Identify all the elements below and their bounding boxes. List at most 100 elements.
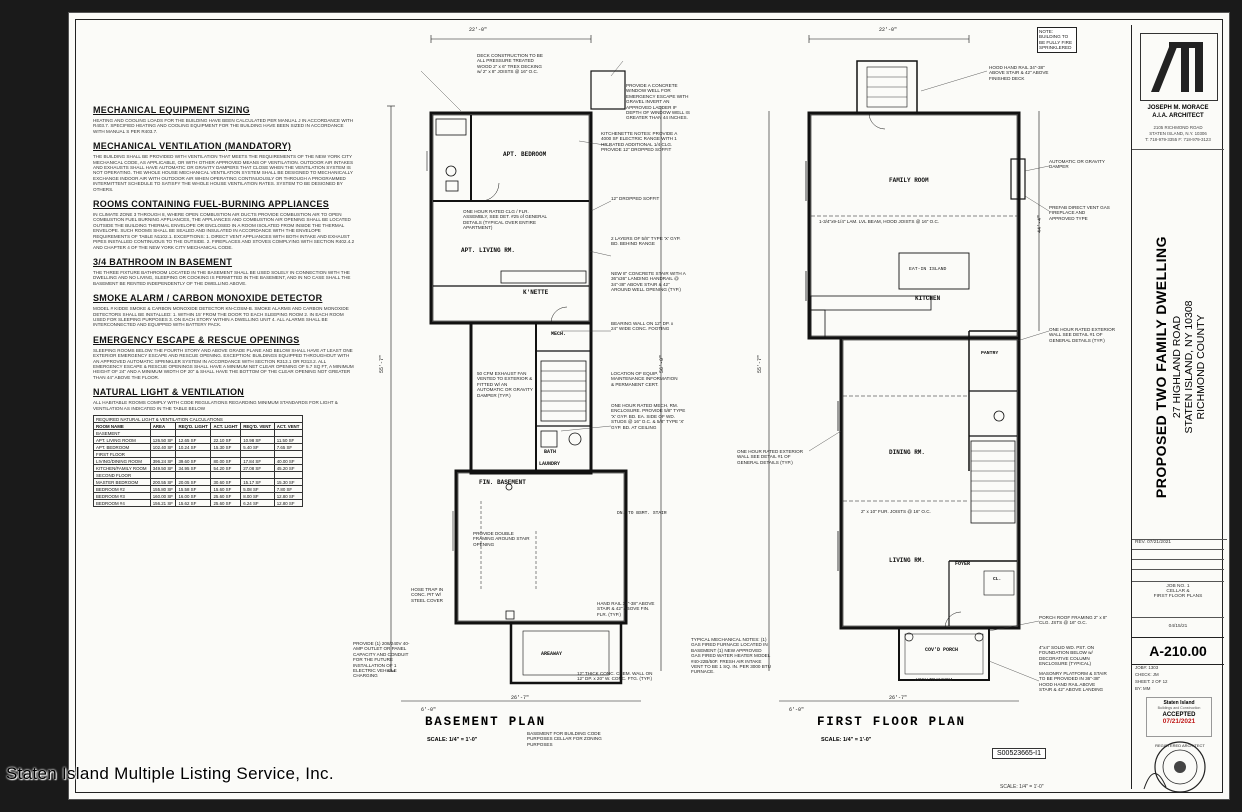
revision-cell: REV. 07/21/2021 (1132, 539, 1227, 550)
architect-address1: 2105 RICHMOND ROAD (1153, 125, 1203, 130)
note-body: HEATING AND COOLING LOADS FOR THE BUILDI… (93, 118, 354, 134)
by-cell: BY: MM (1135, 686, 1151, 691)
light-vent-table: REQUIRED NATURAL LIGHT & VENTILATION CAL… (93, 415, 304, 507)
table-cell (273, 450, 304, 458)
table-cell (210, 450, 242, 458)
drawing-title-line2: FIRST FLOOR PLANS (1153, 594, 1203, 599)
dim-right: 44'-4" (1037, 214, 1044, 234)
basement-plan-scale: SCALE: 1/4" = 1'-0" (427, 737, 478, 743)
job-cell: JOB#: 1303 (1135, 665, 1159, 670)
table-cell: 15.30 SF (273, 478, 304, 486)
callout-soffit: 12" DROPPED SOFFIT (611, 196, 660, 201)
seal-text: REGISTERED ARCHITECT (1155, 743, 1205, 748)
room-apt-living: APT. LIVING RM. (461, 247, 516, 254)
project-title-area: PROPOSED TWO FAMILY DWELLING 27 HIGHLAND… (1142, 157, 1218, 577)
table-cell: AREA (149, 422, 177, 430)
table-cell: REQ'D. LIGHT (175, 422, 212, 430)
table-cell: 6.24 SF (240, 499, 275, 507)
note-heading: NATURAL LIGHT & VENTILATION (93, 387, 245, 398)
callout-porch-roof: PORCH ROOF FRAMING 2" x 8" CLG. JSTS @ 1… (1039, 615, 1108, 626)
table-row: FIRST FLOOR (93, 450, 304, 458)
architect-seal: REGISTERED ARCHITECT (1140, 739, 1218, 795)
dim-sub: 6'-0" (421, 707, 437, 713)
table-cell: 396.24 SF (149, 457, 177, 465)
dim-top: 22'-0" (469, 27, 488, 33)
table-cell: 5.40 SF (240, 443, 275, 451)
dim-top: 22'-0" (879, 27, 898, 33)
note-body: SLEEPING ROOMS BELOW THE FOURTH STORY AN… (93, 347, 354, 380)
callout-one-hour: ONE HOUR RATED CLG / FLR. ASSEMBLY, SEE … (463, 209, 547, 231)
note-fuel-burning: ROOMS CONTAINING FUEL-BURNING APPLIANCES… (93, 199, 355, 250)
table-cell: 349.50 SF (149, 464, 177, 472)
table-cell: LIVING/DINING ROOM (93, 457, 151, 465)
room-foyer: FOYER (955, 561, 971, 567)
room-dining: DINING RM. (889, 449, 926, 456)
table-cell: 15.30 SF (210, 443, 242, 451)
table-cell (149, 450, 177, 458)
callout-conc-wall: 12" THICK CONC. CHEM. WALL ON 12" DP. x … (577, 671, 653, 682)
note-emergency-escape: EMERGENCY ESCAPE & RESCUE OPENINGS SLEEP… (93, 335, 355, 380)
table-cell: 200.55 SF (149, 478, 177, 486)
callout-one-hour-ext: ONE HOUR RATED EXTERIOR WALL SEE DETAIL … (1049, 327, 1116, 343)
table-cell (149, 471, 177, 479)
sheet-border (75, 19, 1223, 793)
callout-lvl-beam: 1-3/4"x9-1/4" LAM. LVL BEAM, HOOD JOISTS… (819, 219, 940, 224)
note-mech-ventilation: MECHANICAL VENTILATION (MANDATORY) THE B… (93, 141, 355, 192)
table-cell: 25.60 SF (210, 499, 242, 507)
table-cell (273, 429, 304, 437)
table-cell: 39.60 SF (175, 457, 212, 465)
note-heading: EMERGENCY ESCAPE & RESCUE OPENINGS (93, 334, 300, 345)
table-cell: 156.21 SF (149, 499, 177, 507)
seal-icon: REGISTERED ARCHITECT (1143, 741, 1206, 793)
room-areaway: AREAWAY (541, 651, 563, 657)
callout-typ-mechanical: TYPICAL MECHANICAL NOTES: (1) GAS FIRED … (691, 637, 771, 675)
note-heading: SMOKE ALARM / CARBON MONOXIDE DETECTOR (93, 293, 323, 304)
callout-kitchenette: KITCHENETTE NOTES: PROVIDE A 4000 SF ELE… (601, 131, 678, 153)
table-cell: 15.17 SF (240, 478, 275, 486)
table-cell: 10.24 SF (175, 443, 212, 451)
table-cell: APT. LIVING ROOM (93, 436, 151, 444)
note-heading: ROOMS CONTAINING FUEL-BURNING APPLIANCES (93, 199, 329, 210)
callout-deck: DECK CONSTRUCTION TO BE ALL PRESSURE TRE… (477, 53, 543, 75)
sprinkler-note-box: NOTE: BUILDING TO BE FULLY FIRE SPRINKLE… (1037, 27, 1077, 53)
room-bath: BATH (544, 449, 557, 455)
callout-two-layers: 2 LAYERS OF 5/8" TYPE 'X' GYP. BD. BEHIN… (611, 236, 681, 247)
callout-floor-joists: 2" x 10" FUR. JOISTS @ 16" O.C. (861, 509, 931, 514)
table-cell: 12.80 SF (273, 499, 304, 507)
table-cell (149, 429, 177, 437)
basement-plan-drawing (387, 35, 662, 702)
callout-damper: AUTOMATIC OR GRAVITY DAMPER (1049, 159, 1105, 170)
callout-double-framing: PROVIDE DOUBLE FRAMING AROUND STAIR OPEN… (473, 531, 530, 547)
callout-egress-well: PROVIDE A CONCRETE WINDOW WELL FOR EMERG… (626, 83, 690, 121)
callout-arch-transom: ARCH TRANSOM (915, 677, 953, 682)
listing-watermark: Staten Island Multiple Listing Service, … (6, 764, 334, 783)
room-laundry: LAUNDRY (539, 461, 561, 467)
note-body: ALL HABITABLE ROOMS COMPLY WITH CODE REG… (93, 400, 338, 411)
table-cell: 155.80 SF (149, 485, 177, 493)
table-cell (175, 450, 212, 458)
callout-masonry: MASONRY PLATFORM & STAIR TO BE PROVIDED … (1039, 671, 1107, 693)
table-cell: 12.65 SF (175, 436, 212, 444)
dob-approval-stamp: Staten Island Buildings and Construction… (1146, 697, 1212, 737)
table-cell (273, 471, 304, 479)
table-cell (240, 450, 275, 458)
drawing-sheet: MECHANICAL EQUIPMENT SIZING HEATING AND … (68, 12, 1230, 800)
table-row: BASEMENT (93, 429, 304, 437)
scale-footer: SCALE: 1/4" = 1'-0" (1000, 784, 1044, 790)
table-cell: SECOND FLOOR (93, 471, 151, 479)
note-heading: 3/4 BATHROOM IN BASEMENT (93, 256, 233, 267)
file-id: S00523665-I1 (992, 748, 1046, 759)
note-heading: MECHANICAL VENTILATION (MANDATORY) (93, 141, 292, 152)
dim-sub: 6'-0" (789, 707, 805, 713)
table-cell: 54.20 SF (210, 464, 242, 472)
project-title-rotated: PROPOSED TWO FAMILY DWELLING 27 HIGHLAND… (1153, 236, 1207, 498)
table-cell: 7.65 SF (273, 443, 304, 451)
label-eat-in-island: EAT-IN ISLAND (909, 267, 947, 272)
table-cell: 15.60 SF (210, 485, 242, 493)
table-cell: 22.10 SF (210, 436, 242, 444)
